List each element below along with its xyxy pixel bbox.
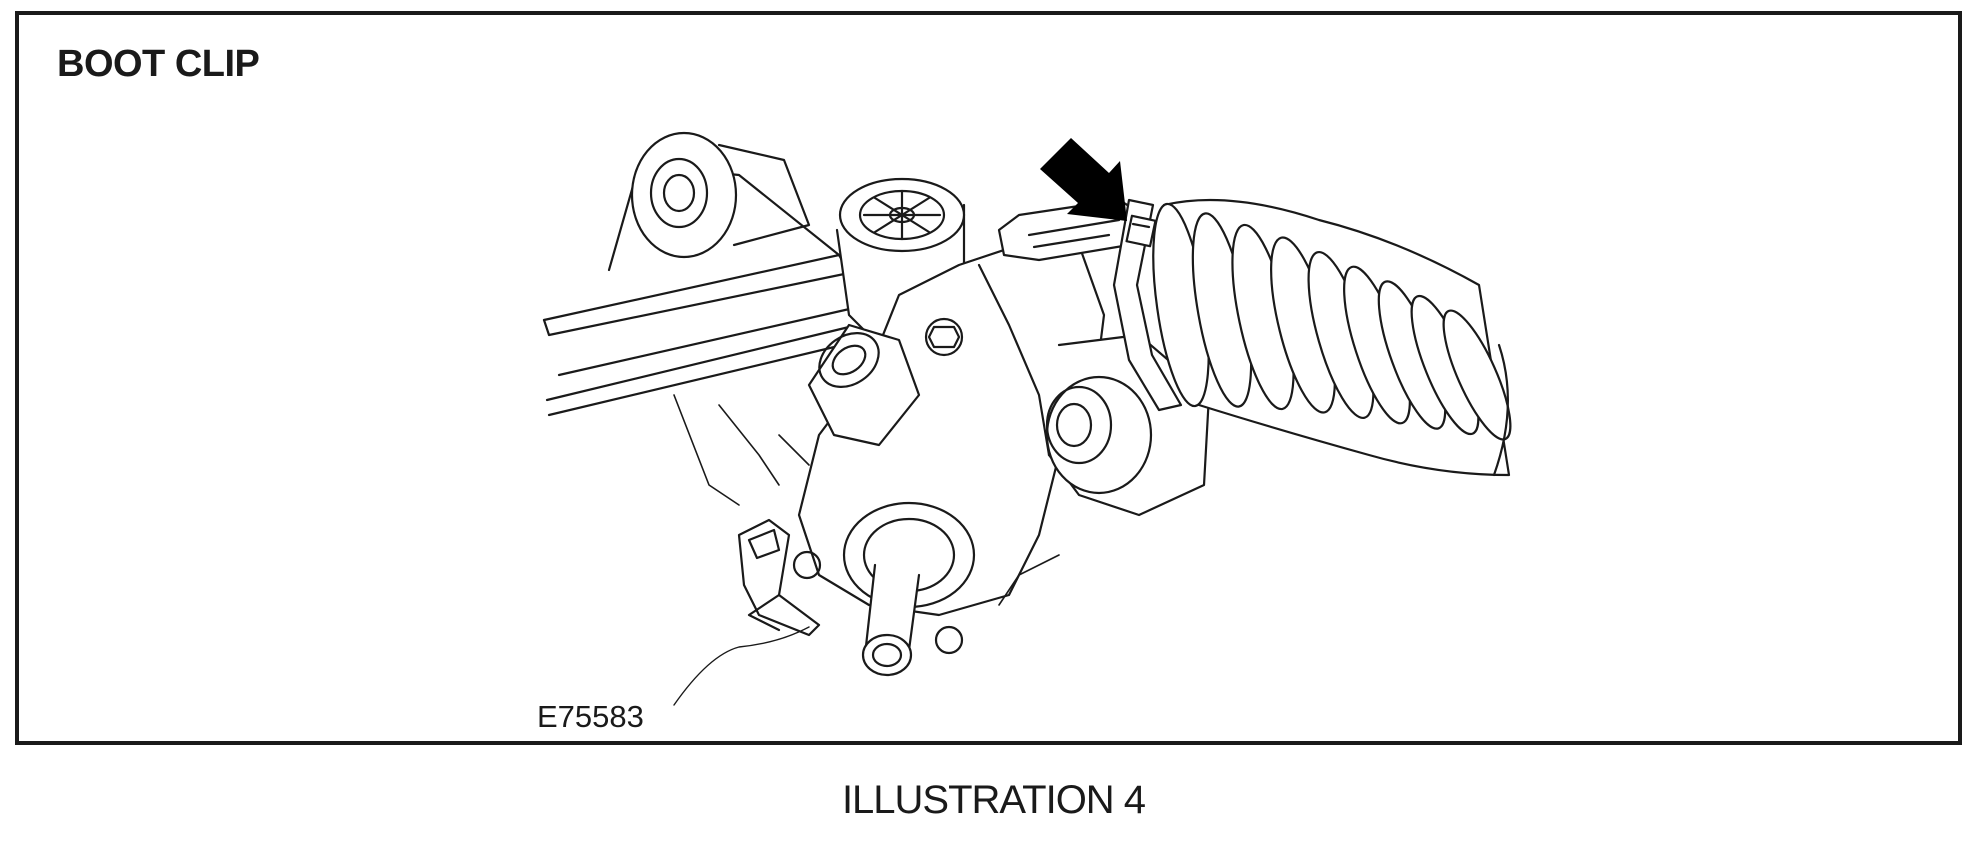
steering-rack-drawing: [542, 131, 1512, 706]
housing-contours: [673, 394, 1060, 606]
boot-clip-band: [1112, 198, 1183, 412]
panel-title: BOOT CLIP: [57, 43, 260, 85]
mounting-bracket: [737, 518, 821, 637]
reference-leader-line: [673, 626, 810, 706]
bellows-boot: [1152, 198, 1512, 477]
side-mount-bush: [1045, 333, 1211, 517]
hydraulic-port: [807, 323, 921, 447]
indicator-arrow: [1040, 138, 1127, 221]
pinion-shaft: [792, 501, 976, 677]
illustration-frame: BOOT CLIP: [15, 11, 1962, 745]
reference-code: E75583: [537, 699, 644, 734]
upper-mount-bush: [630, 131, 811, 259]
rack-housing: [542, 163, 869, 417]
figure-caption: ILLUSTRATION 4: [841, 778, 1146, 822]
